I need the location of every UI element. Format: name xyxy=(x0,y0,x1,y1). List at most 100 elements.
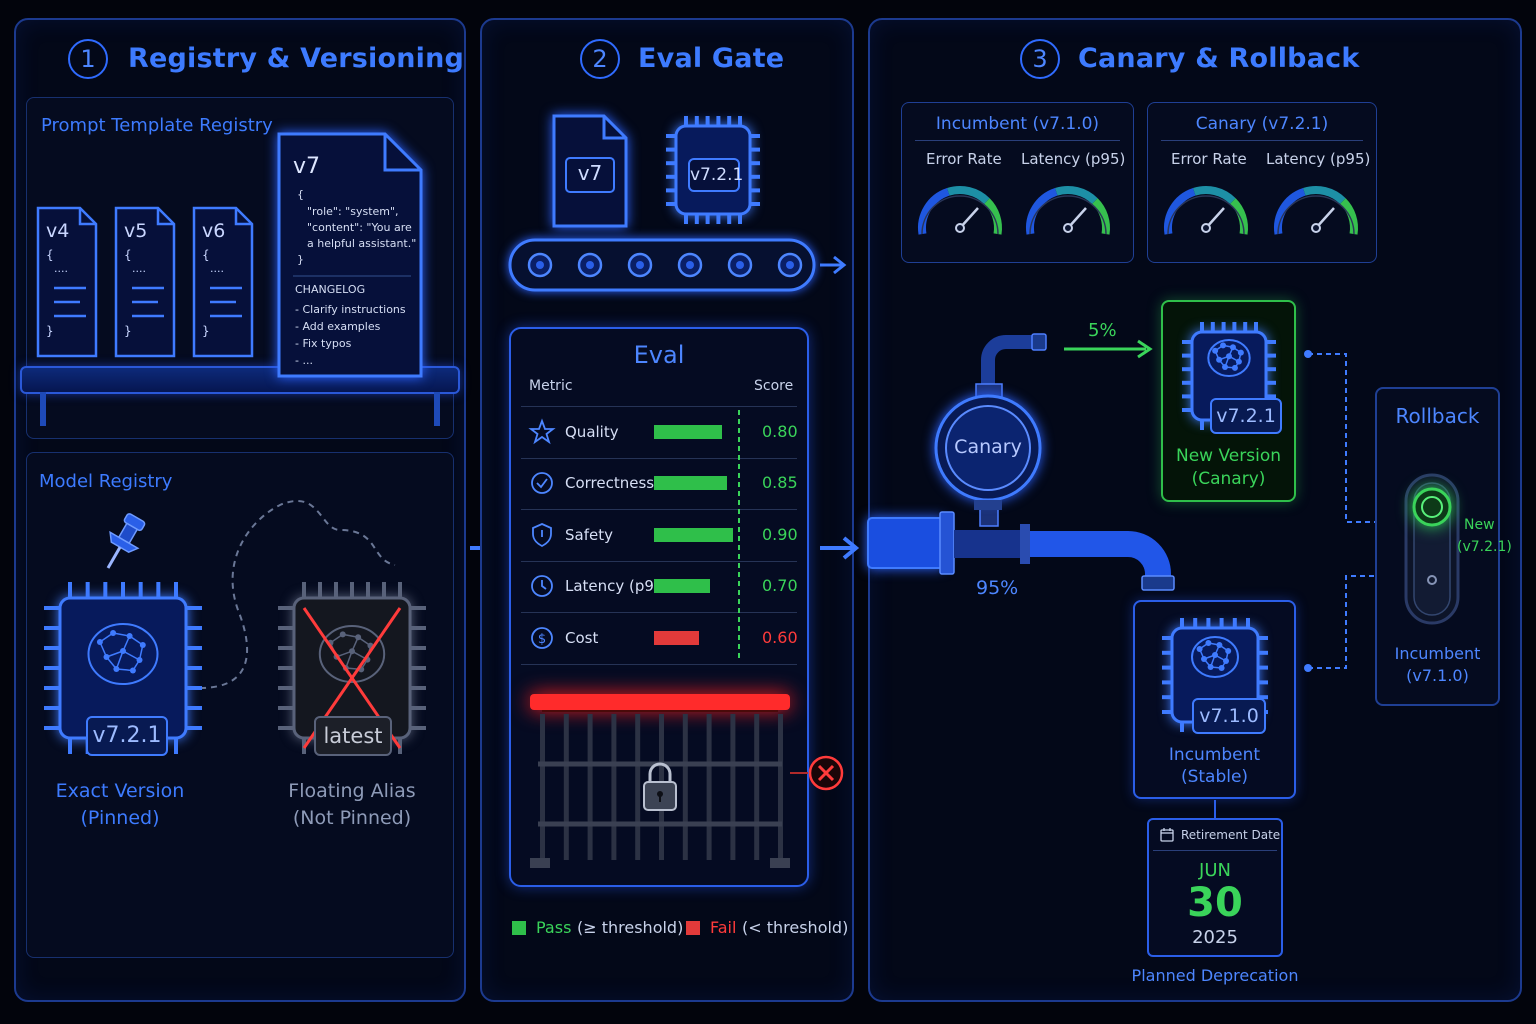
belt-model-chip: v7.2.1 xyxy=(664,114,762,226)
valve-label: Canary xyxy=(954,436,1022,458)
canary-metrics-card xyxy=(1147,102,1377,263)
doc-brace-close: } xyxy=(124,324,132,338)
eval-score-value: 0.85 xyxy=(762,473,798,493)
floating-caption-1: Floating Alias xyxy=(288,780,416,802)
panel-2-title: Eval Gate xyxy=(638,43,785,74)
legend-pass-rest: (≥ threshold) xyxy=(577,918,684,937)
v7-line-2: "content": "You are xyxy=(307,221,412,234)
doc-brace-open: { xyxy=(202,248,210,262)
arrow-right-icon xyxy=(820,536,860,560)
pushpin-icon xyxy=(106,513,146,569)
rollback-inc-2: (v7.1.0) xyxy=(1406,666,1469,685)
eval-metric-label: Quality xyxy=(565,422,619,441)
shelf xyxy=(20,366,460,394)
svg-text:$: $ xyxy=(538,632,546,647)
gate-bar xyxy=(540,714,545,860)
calendar-icon xyxy=(1160,828,1174,842)
gate-bar xyxy=(587,714,593,860)
dollar-icon: $ xyxy=(531,626,553,649)
prompt-registry-title: Prompt Template Registry xyxy=(41,115,273,136)
gate-bar xyxy=(754,714,760,860)
conveyor-belt xyxy=(508,238,847,292)
legend-fail-rest: (< threshold) xyxy=(742,918,849,937)
document-outline xyxy=(114,206,176,358)
table-row-divider xyxy=(521,560,797,562)
table-row-divider xyxy=(521,406,797,407)
incumbent-latency-label: Latency (p95) xyxy=(1021,150,1126,168)
divider xyxy=(915,140,1120,141)
gauge-dial xyxy=(1026,186,1110,235)
doc-brace-open: { xyxy=(124,248,132,262)
changelog-item: - Add examples xyxy=(295,320,381,333)
incumbent-metrics-title: Incumbent (v7.1.0) xyxy=(935,114,1100,134)
belt-doc-label: v7 xyxy=(577,161,603,185)
prompt-version-v5[interactable]: v5{....} xyxy=(114,206,176,358)
gate-bar xyxy=(563,714,569,860)
retirement-title: Retirement Date xyxy=(1181,828,1281,842)
eval-score-value: 0.70 xyxy=(762,576,798,596)
v7-document-outline xyxy=(277,132,423,378)
rollback-new-1: New xyxy=(1464,517,1495,533)
table-row-divider xyxy=(521,612,797,613)
pinned-caption-2: (Pinned) xyxy=(80,807,160,829)
gate-bar xyxy=(730,714,736,860)
eval-score-value: 0.60 xyxy=(762,627,798,647)
stable-percent: 95% xyxy=(976,577,1019,599)
eval-col-score: Score xyxy=(754,378,794,394)
belt-roller-hub xyxy=(586,261,594,269)
eval-score-bar-pass xyxy=(654,424,722,439)
eval-score-bar-pass xyxy=(654,527,733,542)
incumbent-error-rate-label: Error Rate xyxy=(926,150,1002,168)
eval-metric-label: Latency (p95) xyxy=(565,577,670,596)
locked-gate xyxy=(530,694,790,868)
threshold-line xyxy=(738,410,740,662)
gauge-dial xyxy=(1164,186,1248,235)
belt-roller-hub xyxy=(686,261,694,269)
chip-version-label: v7.1.0 xyxy=(1192,698,1266,734)
pinned-model-chip[interactable]: v7.2.1 xyxy=(42,580,204,756)
divider xyxy=(1161,140,1363,141)
v7-line-1: "role": "system", xyxy=(307,205,399,218)
belt-roller-hub xyxy=(786,261,794,269)
eval-score-value: 0.90 xyxy=(762,524,798,544)
divider xyxy=(1153,850,1277,851)
gate-bar xyxy=(682,714,688,860)
document-outline xyxy=(36,206,98,358)
table-row-divider xyxy=(521,663,797,665)
gate-bar xyxy=(778,714,783,860)
changelog-item: - Clarify instructions xyxy=(295,303,406,316)
v7-label: v7 xyxy=(293,154,321,179)
rollback-toggle-switch[interactable] xyxy=(1404,473,1460,625)
eval-metric-label: Cost xyxy=(565,628,599,647)
prompt-version-v7-current[interactable]: v7 { "role": "system", "content": "You a… xyxy=(277,132,423,378)
pinned-caption-1: Exact Version xyxy=(55,780,185,802)
eval-score-value: 0.80 xyxy=(762,421,798,441)
shield-icon xyxy=(532,522,552,547)
panel-3-title: Canary & Rollback xyxy=(1078,43,1360,74)
eval-metric-label: Correctness xyxy=(565,474,655,493)
chip-version-label: latest xyxy=(314,716,392,756)
eval-col-metric: Metric xyxy=(529,378,573,394)
prompt-version-v4[interactable]: v4{....} xyxy=(36,206,98,358)
gauge-dial xyxy=(1274,186,1358,235)
doc-brace-open: { xyxy=(46,248,54,262)
retirement-caption: Planned Deprecation xyxy=(1131,966,1299,985)
changelog-item: - Fix typos xyxy=(295,337,352,350)
legend-pass-word: Pass xyxy=(536,918,572,937)
gate-bar xyxy=(706,714,712,860)
floating-model-chip[interactable]: latest xyxy=(276,580,428,756)
document-outline xyxy=(192,206,254,358)
prompt-document-icon xyxy=(552,114,628,228)
legend-fail-word: Fail xyxy=(710,918,737,937)
step-number-2: 2 xyxy=(580,39,620,79)
doc-version-label: v5 xyxy=(124,220,148,242)
canary-traffic-arrow xyxy=(1064,339,1153,359)
prompt-version-v6[interactable]: v6{....} xyxy=(192,206,254,358)
fail-x-icon xyxy=(790,755,844,791)
incumbent-line-2: (Stable) xyxy=(1180,767,1249,787)
table-row-divider xyxy=(521,457,797,459)
retirement-year: 2025 xyxy=(1192,927,1238,948)
gate-bar xyxy=(611,714,617,860)
canary-error-rate-label: Error Rate xyxy=(1171,150,1247,168)
traffic-pipe-system xyxy=(867,333,1175,591)
